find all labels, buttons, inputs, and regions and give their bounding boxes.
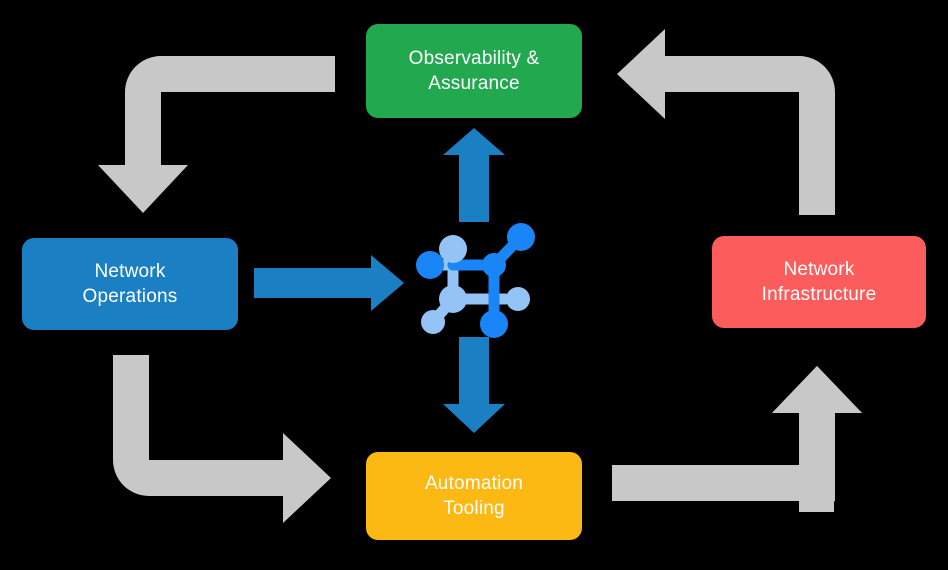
- elbow-arrow-infrastructure-to-observability: [617, 29, 835, 215]
- direct-arrow-center-to-observability: [443, 128, 505, 222]
- node-label-network-infrastructure: Network Infrastructure: [761, 259, 877, 305]
- direct-arrow-center-to-automation: [443, 337, 505, 433]
- node-label-automation-tooling: Automation Tooling: [424, 473, 524, 519]
- elbow-arrow-automation-to-infrastructure: [612, 366, 862, 506]
- node-label-observability: Observability & Assurance: [408, 48, 540, 94]
- elbow-arrow-automation-to-infrastructure-stem: [772, 366, 862, 501]
- network-topology-icon: [416, 223, 535, 338]
- elbow-arrow-operations-to-automation: [113, 355, 331, 523]
- direct-arrow-operations-to-center: [254, 255, 404, 311]
- elbow-arrow-automation-to-infrastructure-body: [612, 465, 834, 512]
- node-box-network-operations[interactable]: Network Operations: [22, 238, 238, 330]
- node-box-automation-tooling[interactable]: Automation Tooling: [366, 452, 582, 540]
- node-box-network-infrastructure[interactable]: Network Infrastructure: [712, 236, 926, 328]
- node-label-network-operations: Network Operations: [82, 261, 178, 307]
- node-box-observability[interactable]: Observability & Assurance: [366, 24, 582, 118]
- elbow-arrow-observability-to-operations: [98, 56, 335, 213]
